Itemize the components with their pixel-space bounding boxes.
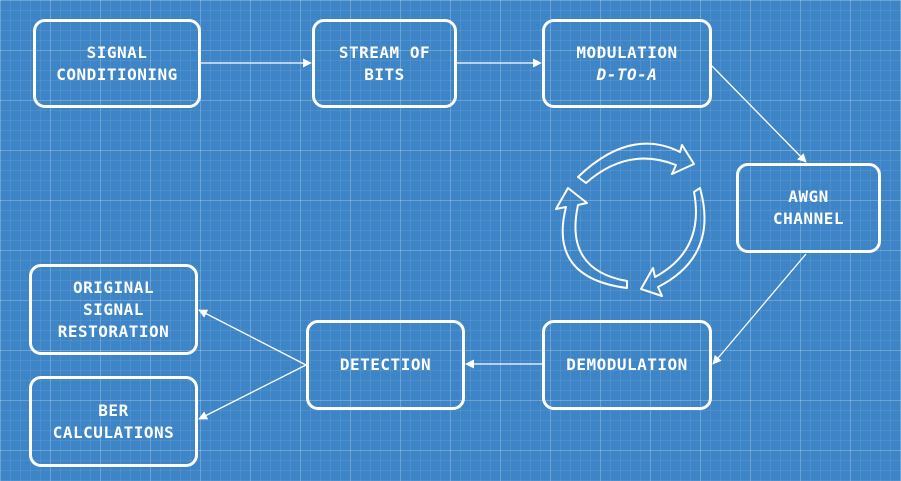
- stream-of-bits-label-line2: BITS: [364, 64, 405, 84]
- detection-box: DETECTION: [306, 320, 465, 410]
- arrow-modulation-to-awgn: [711, 65, 807, 163]
- demodulation-box: DEMODULATION: [542, 320, 712, 410]
- original-signal-label-line3: RESTORATION: [57, 321, 170, 341]
- ber-calculations-label-line2: CALCULATIONS: [52, 422, 175, 442]
- original-signal-restoration-box: ORIGINAL SIGNAL RESTORATION: [29, 264, 198, 355]
- arrow-awgn-to-demodulation: [712, 253, 807, 365]
- stream-of-bits-box: STREAM OF BITS: [312, 19, 457, 108]
- original-signal-label-line2: SIGNAL: [83, 299, 144, 319]
- demodulation-label: DEMODULATION: [566, 355, 688, 374]
- signal-conditioning-label-line1: SIGNAL: [86, 42, 148, 62]
- awgn-channel-label-line2: CHANNEL: [773, 209, 844, 228]
- signal-conditioning-box: SIGNAL CONDITIONING: [33, 19, 201, 108]
- modulation-label-line1: MODULATION: [576, 42, 678, 62]
- arrow-detection-to-original-signal: [198, 309, 307, 366]
- original-signal-label-line1: ORIGINAL: [72, 277, 155, 297]
- awgn-channel-box: AWGN CHANNEL: [736, 163, 881, 253]
- arrow-detection-to-ber: [198, 364, 307, 420]
- stream-of-bits-label-line1: STREAM OF: [338, 42, 431, 62]
- ber-calculations-label-line1: BER: [98, 400, 129, 420]
- signal-conditioning-label-line2: CONDITIONING: [56, 64, 178, 84]
- modulation-box: MODULATION D-TO-A: [542, 19, 712, 108]
- detection-label: DETECTION: [339, 355, 432, 374]
- awgn-channel-label-line1: AWGN: [788, 187, 829, 206]
- ber-calculations-box: BER CALCULATIONS: [29, 376, 198, 467]
- modulation-label-line2: D-TO-A: [596, 64, 658, 84]
